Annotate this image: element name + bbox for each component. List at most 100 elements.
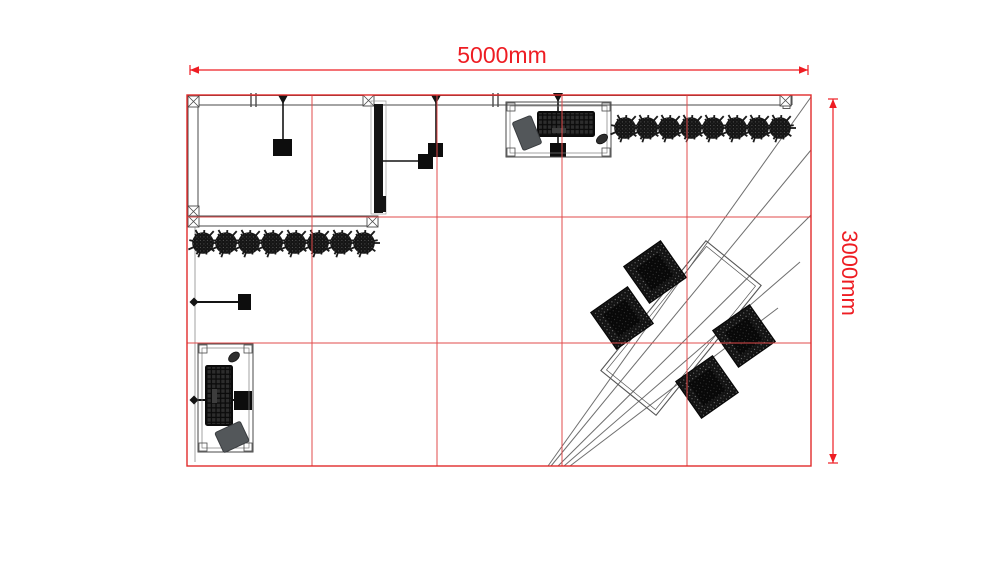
- display-screen: [238, 294, 251, 310]
- plant: [326, 229, 357, 258]
- plant: [765, 114, 796, 143]
- beam-line: [563, 261, 801, 467]
- wall-joint-xbox: [187, 95, 200, 108]
- mouse: [596, 133, 608, 145]
- wall-anchor: [189, 395, 199, 405]
- chair-seat-center: [603, 299, 641, 337]
- layout-grid: [186, 94, 812, 467]
- generated-plan-layers: [186, 65, 838, 467]
- plant-body: [330, 232, 352, 254]
- wall-joint-xbox: [362, 94, 375, 107]
- plant-body: [680, 117, 702, 139]
- display-screen: [418, 154, 433, 169]
- xbox-diagonal: [779, 94, 792, 107]
- plant-body: [725, 117, 747, 139]
- plant-body: [747, 117, 769, 139]
- dimension-arrow-top: [829, 99, 837, 108]
- desk-leg: [601, 102, 611, 112]
- meeting-chair: [674, 354, 740, 420]
- plant-body: [284, 232, 306, 254]
- xbox-diagonal: [366, 215, 379, 228]
- plant: [349, 229, 380, 258]
- display-screen: [550, 143, 566, 157]
- plant: [632, 114, 663, 143]
- plant-body: [353, 232, 375, 254]
- workstation-desk: [197, 343, 254, 453]
- ceiling-mount: [278, 95, 288, 104]
- keyboard-label: [212, 389, 217, 403]
- xbox-diagonal: [187, 205, 200, 218]
- desk-leg: [198, 344, 208, 354]
- office-chair: [512, 115, 542, 151]
- office-chair: [214, 421, 250, 453]
- keyboard-label: [552, 128, 566, 133]
- beam-line: [557, 214, 812, 467]
- desk-leg: [243, 442, 253, 452]
- plant-body: [636, 117, 658, 139]
- wall-mounted-display: [189, 294, 251, 310]
- ceiling-mount: [431, 95, 441, 104]
- wall-joint-xbox: [779, 94, 792, 107]
- wall-joint-xbox: [366, 215, 379, 228]
- mouse: [228, 351, 240, 363]
- led-wall-outline: [370, 100, 387, 215]
- display-screen: [428, 143, 443, 157]
- desk-leg: [601, 147, 611, 157]
- workstation-desk: [505, 101, 612, 158]
- plant: [698, 114, 729, 143]
- table-outer-edge: [600, 239, 762, 417]
- wall-joint-xbox: [187, 215, 200, 228]
- meeting-table: [600, 239, 762, 417]
- plant-body: [702, 117, 724, 139]
- width-dimension-label: 5000mm: [457, 42, 546, 68]
- plant: [188, 229, 219, 258]
- keyboard-keys: [207, 367, 231, 424]
- plant-body: [769, 117, 791, 139]
- chair-seat-center: [725, 317, 763, 355]
- plant-body: [215, 232, 237, 254]
- wall-anchor: [189, 297, 199, 307]
- height-dimension-label: 3000mm: [837, 230, 862, 316]
- ceiling-hung-display: [273, 95, 292, 156]
- led-wall-foot: [377, 196, 386, 212]
- plant: [303, 229, 334, 258]
- desk-leg: [243, 344, 253, 354]
- wall-joint-xbox: [187, 205, 200, 218]
- plant: [211, 229, 242, 258]
- dimension-arrow-bottom: [829, 454, 837, 463]
- meeting-chair: [622, 239, 688, 305]
- table-inner-edge: [605, 245, 757, 411]
- dimension-annotations: [189, 65, 838, 464]
- dimension-arrow-left: [190, 66, 199, 74]
- xbox-diagonal: [187, 215, 200, 228]
- plant-body: [307, 232, 329, 254]
- plant-body: [614, 117, 636, 139]
- plant-body: [238, 232, 260, 254]
- meeting-chair: [711, 303, 777, 369]
- xbox-diagonal: [362, 94, 375, 107]
- ceiling-hung-display: [383, 95, 443, 169]
- plant-body: [658, 117, 680, 139]
- plant: [234, 229, 265, 258]
- display-screen: [273, 139, 292, 156]
- display-screen: [234, 391, 252, 410]
- chair-seat-center: [636, 253, 674, 291]
- plant-body: [192, 232, 214, 254]
- led-wall-bar: [374, 104, 383, 213]
- plant: [743, 114, 774, 143]
- meeting-chair: [589, 285, 655, 351]
- plant: [280, 229, 311, 258]
- plant: [257, 229, 288, 258]
- desk-leg: [506, 102, 516, 112]
- desk-inner-edge: [509, 105, 608, 154]
- chair-seat-center: [688, 368, 726, 406]
- plant-body: [261, 232, 283, 254]
- plant: [721, 114, 752, 143]
- dimension-arrow-right: [799, 66, 808, 74]
- desk-leg: [506, 147, 516, 157]
- desk-leg: [198, 442, 208, 452]
- xbox-diagonal: [187, 95, 200, 108]
- desk-outer-edge: [505, 101, 612, 158]
